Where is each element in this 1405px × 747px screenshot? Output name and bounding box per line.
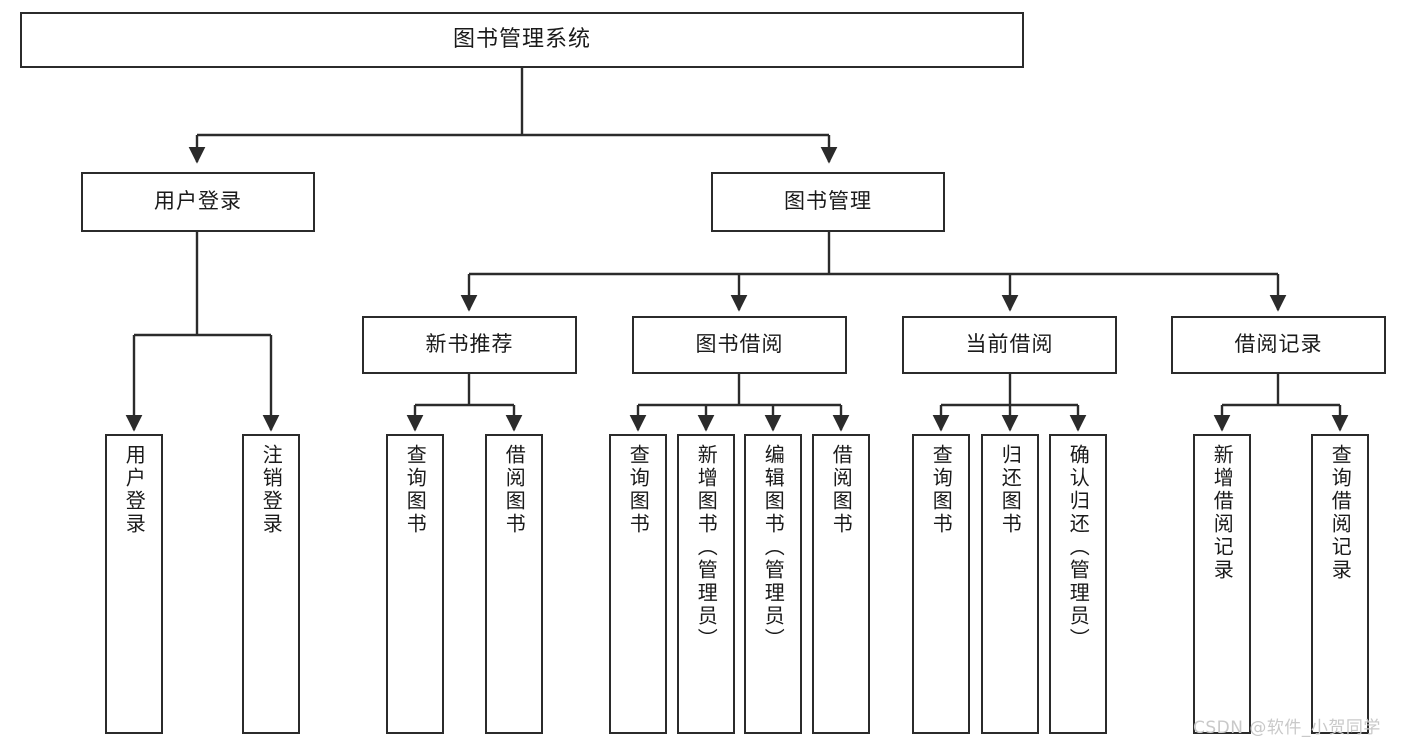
- node-leaf-query-record[interactable]: 查询借阅记录: [1311, 434, 1369, 734]
- node-label: 图书管理: [784, 189, 872, 214]
- node-label: 借阅记录: [1234, 332, 1323, 357]
- node-leaf-borrow-book-2[interactable]: 借阅图书: [812, 434, 870, 734]
- node-label: 编辑图书（管理员）: [761, 444, 786, 651]
- node-leaf-confirm-return[interactable]: 确认归还（管理员）: [1049, 434, 1107, 734]
- node-label: 新增借阅记录: [1210, 444, 1235, 582]
- node-label: 借阅图书: [502, 444, 527, 536]
- node-leaf-logout-login[interactable]: 注销登录: [242, 434, 300, 734]
- node-label: 图书管理系统: [452, 26, 591, 52]
- node-label: 查询图书: [403, 444, 428, 536]
- node-root-system[interactable]: 图书管理系统: [20, 12, 1024, 68]
- node-current-borrow[interactable]: 当前借阅: [902, 316, 1117, 374]
- node-label: 注销登录: [259, 444, 284, 536]
- node-label: 新书推荐: [425, 332, 514, 357]
- node-leaf-add-record[interactable]: 新增借阅记录: [1193, 434, 1251, 734]
- node-leaf-borrow-book-1[interactable]: 借阅图书: [485, 434, 543, 734]
- node-user-login[interactable]: 用户登录: [81, 172, 315, 232]
- node-leaf-query-book-2[interactable]: 查询图书: [609, 434, 667, 734]
- node-book-management[interactable]: 图书管理: [711, 172, 945, 232]
- node-label: 确认归还（管理员）: [1066, 444, 1091, 651]
- node-label: 查询借阅记录: [1328, 444, 1353, 582]
- node-borrow-record[interactable]: 借阅记录: [1171, 316, 1386, 374]
- node-leaf-edit-book[interactable]: 编辑图书（管理员）: [744, 434, 802, 734]
- node-label: 查询图书: [626, 444, 651, 536]
- node-label: 用户登录: [122, 444, 147, 536]
- node-leaf-return-book[interactable]: 归还图书: [981, 434, 1039, 734]
- node-book-borrow[interactable]: 图书借阅: [632, 316, 847, 374]
- node-leaf-user-login[interactable]: 用户登录: [105, 434, 163, 734]
- node-label: 归还图书: [998, 444, 1023, 536]
- node-label: 图书借阅: [695, 332, 784, 357]
- node-new-book-recommend[interactable]: 新书推荐: [362, 316, 577, 374]
- node-leaf-query-book-3[interactable]: 查询图书: [912, 434, 970, 734]
- csdn-watermark: CSDN @软件_小贺同学: [1193, 718, 1381, 738]
- node-label: 借阅图书: [829, 444, 854, 536]
- node-leaf-add-book[interactable]: 新增图书（管理员）: [677, 434, 735, 734]
- node-label: 用户登录: [154, 189, 242, 214]
- node-label: 查询图书: [929, 444, 954, 536]
- node-label: 当前借阅: [965, 332, 1054, 357]
- node-label: 新增图书（管理员）: [694, 444, 719, 651]
- node-leaf-query-book-1[interactable]: 查询图书: [386, 434, 444, 734]
